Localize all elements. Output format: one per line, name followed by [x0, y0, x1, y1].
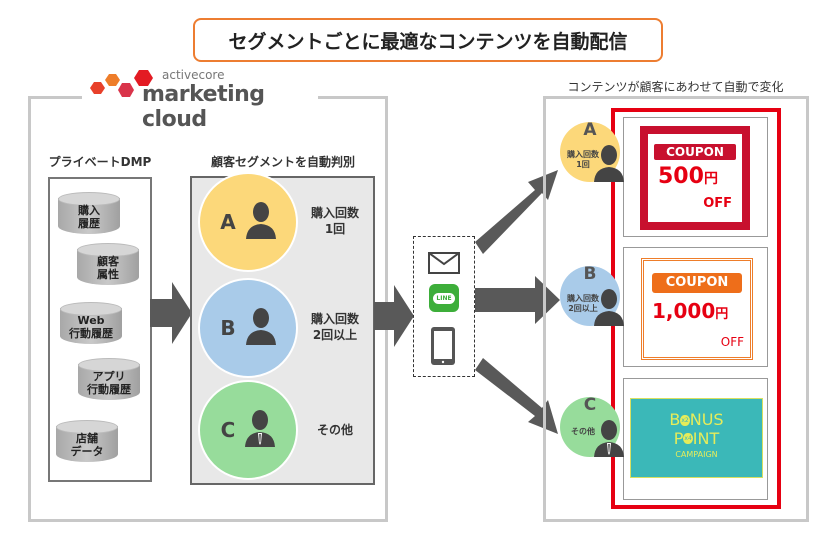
segment-desc: その他	[300, 422, 370, 438]
amount: 1,000	[652, 299, 716, 323]
x2-badge: x2	[680, 414, 690, 426]
person-icon	[245, 409, 276, 451]
desc-line: 購入回数	[567, 294, 599, 303]
segment-heading: 顧客セグメントを自動判別	[210, 155, 355, 169]
coupon-1000: COUPON 1,000円 OFF	[641, 258, 753, 360]
person-icon	[594, 288, 624, 330]
desc-line: 購入回数	[310, 206, 359, 220]
customer-desc: その他	[562, 427, 604, 437]
person-icon	[594, 419, 624, 461]
segment-letter: C	[220, 418, 236, 442]
desc-line: 購入回数	[567, 150, 599, 159]
customer-letter: A	[583, 120, 597, 140]
person-icon	[245, 307, 276, 349]
amount: 500	[658, 164, 704, 189]
content-card-b: COUPON 1,000円 OFF	[623, 247, 768, 367]
line1: 顧客	[97, 255, 119, 268]
line2: 行動履歴	[69, 327, 113, 340]
segment-a: A	[198, 172, 298, 272]
arrow-right-icon	[150, 282, 192, 344]
coupon-500: COUPON 500円 OFF	[640, 126, 750, 230]
database-0: 購入履歴	[58, 192, 120, 238]
database-3: アプリ行動履歴	[78, 358, 140, 404]
campaign-line: CAMPAIGN	[675, 450, 718, 459]
segment-desc: 購入回数 2回以上	[300, 311, 370, 343]
off-label: OFF	[703, 196, 732, 211]
point-int: INT	[692, 428, 720, 448]
line1: 店舗	[76, 432, 98, 445]
logo-brand-large: marketing cloud	[142, 82, 265, 132]
customer-letter: C	[583, 395, 597, 415]
segment-letter: B	[220, 316, 236, 340]
arrow-to-a-icon	[475, 170, 558, 254]
desc-line: 2回以上	[568, 304, 598, 313]
coupon-amount: 500円	[658, 164, 718, 189]
bonus-point-banner: Bx2NUS Px4INT CAMPAIGN	[630, 398, 763, 478]
arrow-to-c-icon	[475, 358, 558, 434]
customer-letter: B	[583, 264, 597, 284]
desc-line: 1回	[324, 222, 346, 236]
line-label: LINE	[433, 292, 455, 304]
distribution-arrows	[475, 170, 560, 434]
point-p: P	[673, 428, 684, 448]
line1: Web	[77, 314, 105, 327]
content-heading: コンテンツが顧客にあわせて自動で変化	[567, 80, 784, 94]
line2: データ	[70, 445, 104, 458]
database-4: 店舗データ	[56, 420, 118, 466]
content-card-c: Bx2NUS Px4INT CAMPAIGN	[623, 378, 768, 500]
content-card-a: COUPON 500円 OFF	[623, 117, 768, 237]
segment-desc: 購入回数 1回	[300, 205, 370, 237]
database-label: 店舗データ	[56, 432, 118, 458]
logo-brand-small: activecore	[162, 68, 225, 82]
line1: 購入	[78, 204, 100, 217]
off-label: OFF	[720, 335, 744, 349]
envelope-icon	[428, 252, 460, 274]
coupon-label: COUPON	[654, 144, 736, 160]
customer-c: C その他	[560, 395, 624, 457]
content-frame	[543, 96, 809, 522]
logo-hexagons-icon	[90, 70, 153, 97]
desc-line: その他	[571, 427, 595, 436]
desc-line: 購入回数	[310, 312, 359, 326]
database-1: 顧客属性	[77, 243, 139, 289]
logo: activecore marketing cloud	[82, 64, 318, 132]
line2: 履歴	[78, 217, 100, 230]
coupon-label: COUPON	[652, 273, 742, 293]
segment-b: B	[198, 278, 298, 378]
arrow-right-icon	[374, 285, 414, 347]
database-label: アプリ行動履歴	[78, 370, 140, 396]
desc-line: 2回以上	[312, 328, 358, 342]
bonus-line: Bx2NUS	[631, 411, 762, 430]
desc-line: その他	[316, 423, 353, 437]
yen: 円	[703, 171, 718, 187]
line-icon: LINE	[429, 284, 459, 312]
bonus-b: B	[669, 410, 681, 429]
desc-line: 1回	[576, 160, 590, 169]
person-icon	[594, 144, 624, 186]
dmp-heading: プライベートDMP	[48, 155, 152, 169]
line2: 属性	[97, 268, 119, 281]
segment-c: C	[198, 380, 298, 480]
database-label: 顧客属性	[77, 255, 139, 281]
database-label: 購入履歴	[58, 204, 120, 230]
x4-badge: x4	[683, 433, 693, 444]
coupon-amount: 1,000円	[652, 299, 728, 323]
yen: 円	[715, 307, 729, 322]
arrow-to-b-icon	[475, 276, 560, 324]
person-icon	[245, 201, 276, 243]
line1: アプリ	[92, 370, 126, 383]
smartphone-icon	[431, 327, 455, 365]
line2: 行動履歴	[87, 383, 131, 396]
point-line: Px4INT	[631, 428, 762, 449]
bonus-nus: NUS	[689, 410, 724, 429]
page-title: セグメントごとに最適なコンテンツを自動配信	[193, 18, 663, 62]
segment-letter: A	[220, 210, 236, 234]
